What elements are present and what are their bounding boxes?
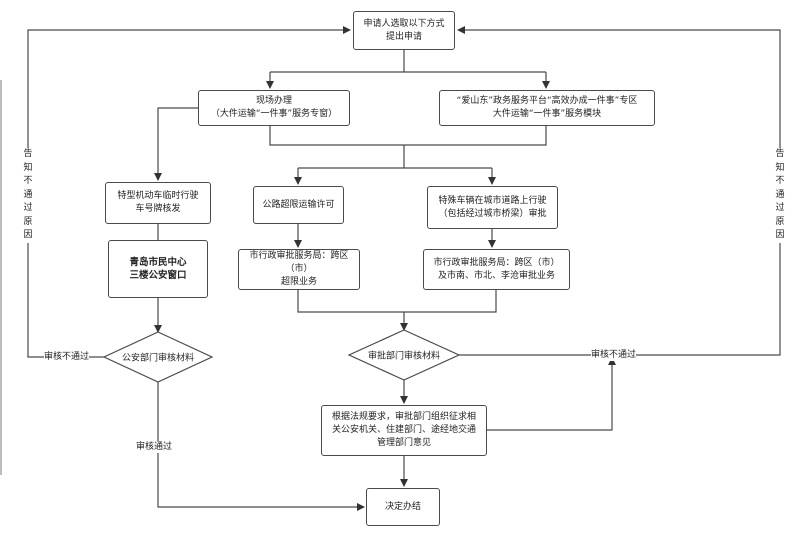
notify-char: 告 xyxy=(23,149,33,159)
dept-review-diamond xyxy=(347,329,461,381)
connector xyxy=(157,382,365,511)
onsite-box: 现场办理 （大件运输“一件事”服务专窗） xyxy=(198,90,350,126)
notify-char: 过 xyxy=(23,203,33,213)
highway-line-1: 公路超限运输许可 xyxy=(262,199,335,210)
left-fail-label: 审核不通过 xyxy=(44,351,90,363)
notify-char: 因 xyxy=(23,230,33,240)
consult-line-1: 根据法规要求，审批部门组织征求相 xyxy=(331,412,476,422)
notify-char: 原 xyxy=(775,216,785,227)
notify-char: 不 xyxy=(23,176,33,186)
connector xyxy=(269,126,547,146)
notify-char: 过 xyxy=(775,203,785,213)
online-line-1: “爱山东”政务服务平台“高效办成一件事”专区 xyxy=(456,96,638,106)
city-road-line-1: 特殊车辆在城市道路上行驶 xyxy=(438,195,547,206)
police-window-line-1: 青岛市民中心 xyxy=(129,257,187,268)
start-box: 申请人选取以下方式 提出申请 xyxy=(353,11,455,50)
plate-box: 特型机动车临时行驶 车号牌核发 xyxy=(105,182,211,224)
city-admin-b-box: 市行政审批服务局：跨区（市） 及市南、市北、李沧审批业务 xyxy=(423,249,570,290)
left-pass-label: 审核通过 xyxy=(136,441,173,453)
connector xyxy=(154,107,198,181)
plate-line-1: 特型机动车临时行驶 xyxy=(117,191,199,201)
plate-line-2: 车号牌核发 xyxy=(135,204,181,214)
city-admin-a-line-1: 市行政审批服务局：跨区（市） xyxy=(249,251,349,274)
notify-label-left: 告 知 不 通 过 原 因 xyxy=(22,148,34,243)
police-window-line-2: 三楼公安窗口 xyxy=(129,270,187,281)
police-window-box: 青岛市民中心 三楼公安窗口 xyxy=(108,240,208,298)
decision-box: 决定办结 xyxy=(366,488,440,526)
notify-char: 知 xyxy=(23,162,33,173)
start-line-2: 提出申请 xyxy=(385,31,422,42)
notify-char: 知 xyxy=(775,162,785,173)
city-admin-b-line-2: 及市南、市北、李沧审批业务 xyxy=(437,270,555,281)
notify-char: 因 xyxy=(775,230,785,240)
notify-label-right: 告 知 不 通 过 原 因 xyxy=(774,148,786,243)
onsite-line-1: 现场办理 xyxy=(255,96,292,106)
consult-line-2: 关公安机关、住建部门、途经地交通 xyxy=(331,425,476,435)
notify-char: 告 xyxy=(775,149,785,159)
decision-line-1: 决定办结 xyxy=(384,501,421,512)
consult-line-3: 管理部门意见 xyxy=(376,438,431,448)
highway-box: 公路超限运输许可 xyxy=(253,186,344,224)
police-review-diamond xyxy=(102,331,214,383)
connector xyxy=(487,357,616,431)
consult-box: 根据法规要求，审批部门组织征求相 关公安机关、住建部门、途经地交通 管理部门意见 xyxy=(321,405,487,456)
city-road-box: 特殊车辆在城市道路上行驶 （包括经过城市桥梁）审批 xyxy=(427,186,558,229)
connector xyxy=(297,290,497,313)
dept-review-label: 审批部门审核材料 xyxy=(367,351,441,362)
city-admin-a-box: 市行政审批服务局：跨区（市） 超限业务 xyxy=(238,249,360,290)
start-line-1: 申请人选取以下方式 xyxy=(363,18,445,29)
city-admin-a-line-2: 超限业务 xyxy=(280,277,317,287)
notify-char: 原 xyxy=(23,216,33,227)
notify-char: 通 xyxy=(775,189,785,200)
city-admin-b-line-1: 市行政审批服务局：跨区（市） xyxy=(433,257,560,268)
city-road-line-2: （包括经过城市桥梁）审批 xyxy=(438,208,547,219)
online-box: “爱山东”政务服务平台“高效办成一件事”专区 大件运输“一件事”服务模块 xyxy=(439,90,655,126)
notify-char: 不 xyxy=(775,176,785,186)
notify-char: 通 xyxy=(23,189,33,200)
onsite-line-2: （大件运输“一件事”服务专窗） xyxy=(210,109,338,119)
police-review-label: 公安部门审核材料 xyxy=(121,353,195,364)
right-fail-label: 审核不通过 xyxy=(591,349,637,361)
left-edge-bar xyxy=(0,80,2,475)
online-line-2: 大件运输“一件事”服务模块 xyxy=(492,109,602,119)
